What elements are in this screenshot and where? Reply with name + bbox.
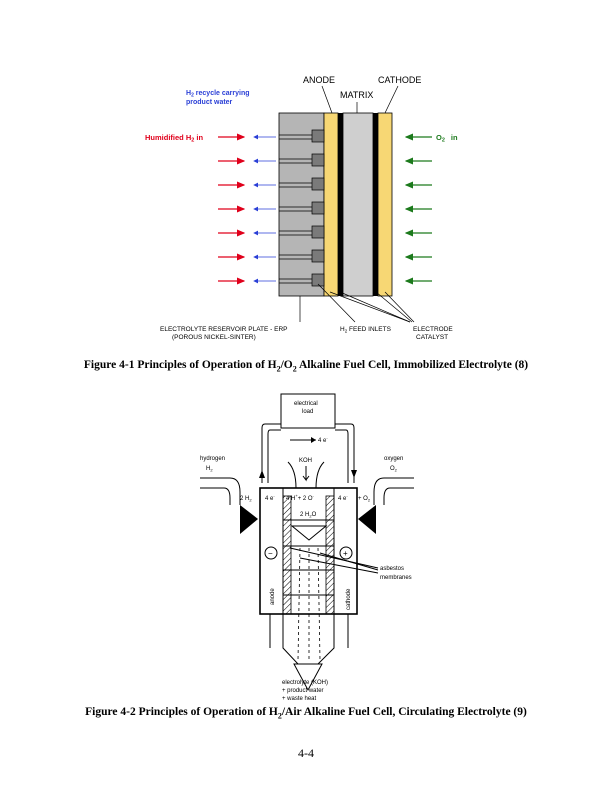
feed-inlet-block — [311, 273, 325, 287]
water-basin — [290, 525, 328, 541]
feed-inlet-block — [311, 201, 325, 215]
electrode-label-1: ELECTRODE — [413, 326, 453, 333]
anode-catalyst — [338, 113, 343, 296]
outlet-label-1: electrolyte (KOH) — [282, 680, 328, 686]
anode-reaction-label: 2 H2 — [240, 496, 252, 503]
positive-terminal — [339, 546, 353, 560]
electrode-leader-4 — [384, 291, 415, 323]
outlet-label-2: + product water — [282, 688, 324, 694]
cathode-electron-label: 4 e- — [338, 493, 348, 502]
outlet-label-3: + waste heat — [282, 696, 317, 702]
electron-flow-label: 4 e- — [318, 435, 328, 444]
asbestos-label-1: asbestos — [380, 566, 404, 572]
feed-inlet-block — [311, 225, 325, 239]
h2-in-arrows — [218, 133, 246, 285]
minus-sign: − — [268, 549, 273, 558]
electrode-leader-3 — [375, 291, 413, 323]
cathode-catalyst — [373, 113, 378, 296]
feed-inlet-block — [311, 177, 325, 191]
h2-feed-inlets — [279, 129, 325, 287]
cell-body — [259, 487, 358, 615]
h2-feed-label: H2 FEED INLETS — [340, 326, 392, 334]
anode-membrane-left — [282, 495, 292, 615]
center-reaction-label: 4 H++ 2 O- — [286, 493, 315, 502]
matrix-label: MATRIX — [340, 90, 373, 100]
anode-electron-label: 4 e- — [265, 493, 275, 502]
feed-inlet-block — [311, 153, 325, 167]
figure-4-1-caption: Figure 4-1 Principles of Operation of H2… — [83, 359, 529, 374]
oxygen-inlet — [373, 477, 414, 505]
hydrogen-feed-arrow — [240, 505, 258, 534]
anode-label: ANODE — [303, 75, 335, 85]
electrode-leader-1 — [329, 291, 411, 323]
electrode-label-2: CATALYST — [416, 334, 448, 341]
o2-label: O2 — [390, 466, 398, 473]
page-number: 4-4 — [298, 746, 314, 760]
water-label: 2 H2O — [300, 512, 317, 519]
koh-label: KOH — [299, 458, 312, 464]
koh-inlet — [287, 461, 325, 489]
h2-recycle-label-2: product water — [186, 99, 233, 106]
o2-in-arrows — [404, 133, 432, 285]
hydrogen-inlet — [200, 477, 241, 505]
feed-inlet-block — [311, 249, 325, 263]
cathode-vertical-label: cathode — [346, 588, 352, 610]
erp-label-2: (POROUS NICKEL-SINTER) — [172, 334, 256, 341]
koh-arrow — [302, 466, 310, 482]
oxygen-label: oxygen — [384, 456, 403, 462]
anode-vertical-label: anode — [270, 588, 276, 605]
asbestos-label-2: membranes — [380, 575, 412, 581]
electrolyte-outlet — [282, 614, 335, 665]
electrode-leader-2 — [339, 291, 411, 323]
feed-inlet-block — [311, 129, 325, 143]
figure-4-1-diagram: ANODE CATHODE MATRIX H2 recycle carrying… — [145, 75, 458, 341]
h2-recycle-arrows — [253, 134, 276, 284]
external-circuit-right — [335, 423, 355, 483]
electrical-load-label-1: electrical — [294, 401, 318, 407]
cathode-o2-label: + O2 — [358, 496, 371, 503]
cathode-leader — [384, 85, 399, 114]
negative-terminal — [264, 546, 278, 560]
external-circuit-left — [261, 423, 281, 483]
cathode-membrane-right — [325, 495, 335, 615]
h2-recycle-label: H2 recycle carrying — [186, 90, 250, 99]
electrical-load-box — [280, 393, 336, 429]
asbestos-leader-2 — [299, 557, 379, 574]
humidified-h2-label: Humidified H2 in — [145, 133, 203, 144]
h2-label: H2 — [206, 466, 213, 473]
anode-leader — [321, 85, 333, 114]
h2-feed-leader — [317, 283, 356, 323]
electrical-load-label-2: load — [302, 409, 313, 415]
figure-4-2-caption: Figure 4-2 Principles of Operation of H2… — [85, 706, 527, 721]
cathode-label: CATHODE — [378, 75, 421, 85]
oxygen-feed-arrow — [358, 505, 376, 534]
erp-label-1: ELECTROLYTE RESERVOIR PLATE - ERP — [160, 326, 288, 333]
hydrogen-label: hydrogen — [200, 456, 225, 462]
plus-sign: + — [343, 549, 348, 558]
